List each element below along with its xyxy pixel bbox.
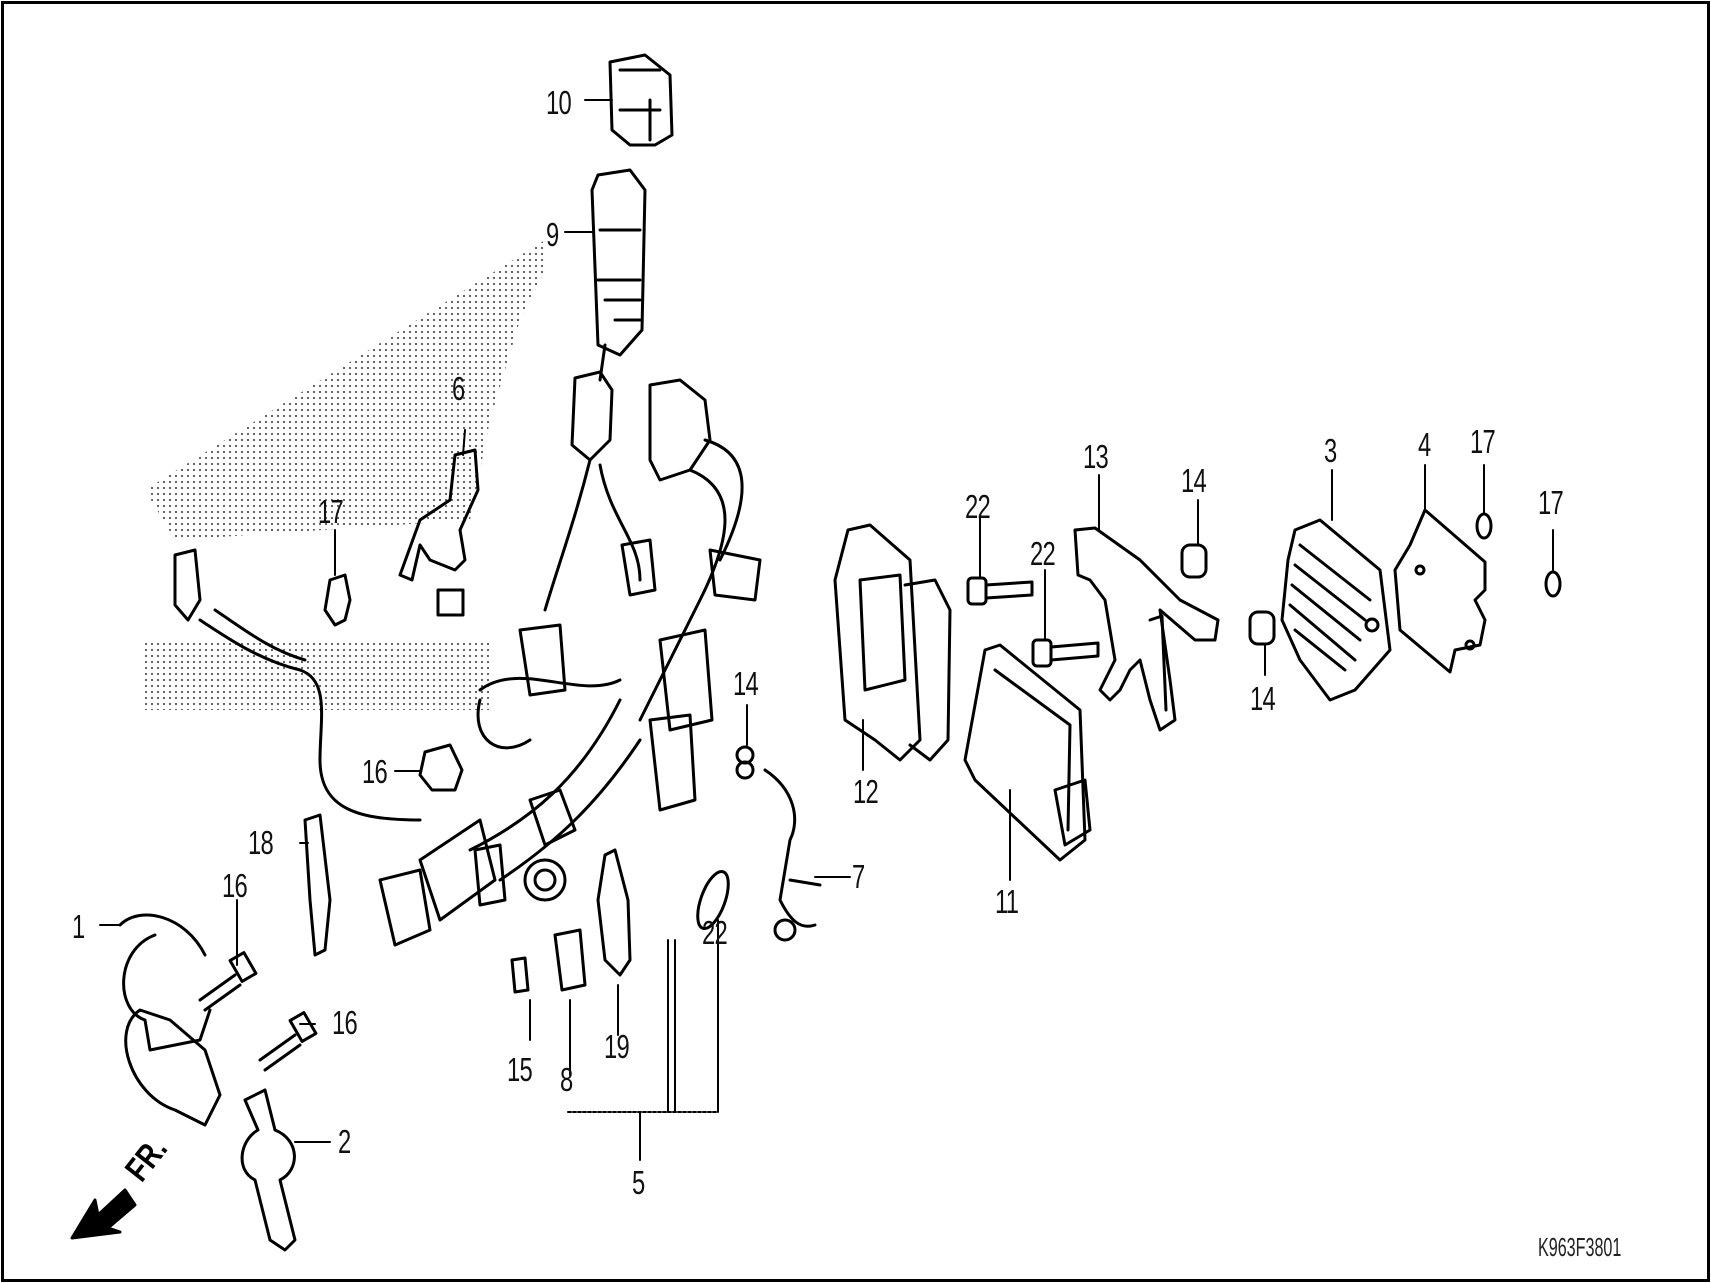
part-16-bolt-upper [198, 951, 258, 1012]
part-15-bolt-bottom [510, 956, 530, 994]
label-part-11: 11 [995, 883, 1019, 920]
part-6-bracket [398, 448, 480, 617]
label-part-7: 7 [852, 858, 865, 895]
label-part-2: 2 [338, 1123, 351, 1160]
part-18-holder-left [303, 813, 332, 957]
part-21-grommet [696, 870, 730, 930]
label-part-18-left: 18 [248, 824, 274, 861]
label-part-16-lower: 16 [332, 1004, 358, 1041]
label-part-10: 10 [546, 84, 572, 121]
part-11-control-unit [963, 643, 1092, 862]
label-part-4: 4 [1418, 426, 1431, 463]
label-part-1: 1 [72, 908, 85, 945]
part-7-ground-cable [763, 768, 822, 942]
front-direction-arrow [70, 1188, 137, 1240]
label-part-12: 12 [853, 773, 879, 810]
label-part-21: 22 [702, 914, 728, 951]
label-part-8: 8 [560, 1061, 573, 1098]
frame-shadow [145, 240, 545, 710]
label-part-17-upper: 17 [1470, 423, 1496, 460]
part-4-plate [1393, 508, 1487, 674]
label-part-15-bottom: 15 [507, 1051, 533, 1088]
label-part-22-lower: 22 [1030, 535, 1056, 572]
part-12-ecu [833, 523, 952, 762]
label-part-22-upper: 22 [965, 488, 991, 525]
part-19-grommet [418, 743, 464, 792]
label-part-14-upper: 14 [1181, 462, 1207, 499]
label-part-15-top: 14 [733, 665, 759, 702]
label-part-3: 3 [1324, 432, 1337, 469]
label-part-6: 6 [452, 370, 465, 407]
label-part-17-lower: 17 [1538, 484, 1564, 521]
part-2-plug-cap [240, 1088, 297, 1252]
label-part-18-bottom: 19 [604, 1028, 630, 1065]
part-8-cap [553, 928, 587, 992]
part-18-holder-bottom [596, 848, 632, 977]
part-10-connector-cover [608, 53, 674, 147]
label-part-20: 17 [318, 493, 344, 530]
label-part-19: 16 [362, 753, 388, 790]
label-part-13: 13 [1083, 438, 1109, 475]
part-1-ignition-coil [118, 913, 222, 1127]
part-17-nut-upper [1475, 512, 1493, 540]
label-part-5: 5 [632, 1164, 645, 1201]
part-13-bracket [1073, 526, 1220, 732]
part-14-collar-lower [1248, 610, 1276, 646]
part-14-collar-upper [1180, 543, 1208, 579]
label-part-16-upper: 16 [222, 867, 248, 904]
part-20-clip [323, 573, 352, 627]
part-22-bolt-lower [1031, 638, 1100, 668]
part-3-regulator [1280, 518, 1392, 702]
part-17-nut-lower [1544, 570, 1562, 598]
label-part-14-lower: 14 [1250, 680, 1276, 717]
part-5-wire-harness [173, 343, 762, 947]
part-15-bolt-top [735, 745, 755, 780]
part-16-bolt-lower [258, 1011, 318, 1072]
part-22-bolt-upper [966, 576, 1034, 606]
leader-lines [99, 99, 1554, 1161]
diagram-code: K963F3801 [1538, 1232, 1622, 1262]
part-9-connector [590, 168, 647, 357]
label-part-9: 9 [546, 216, 559, 253]
